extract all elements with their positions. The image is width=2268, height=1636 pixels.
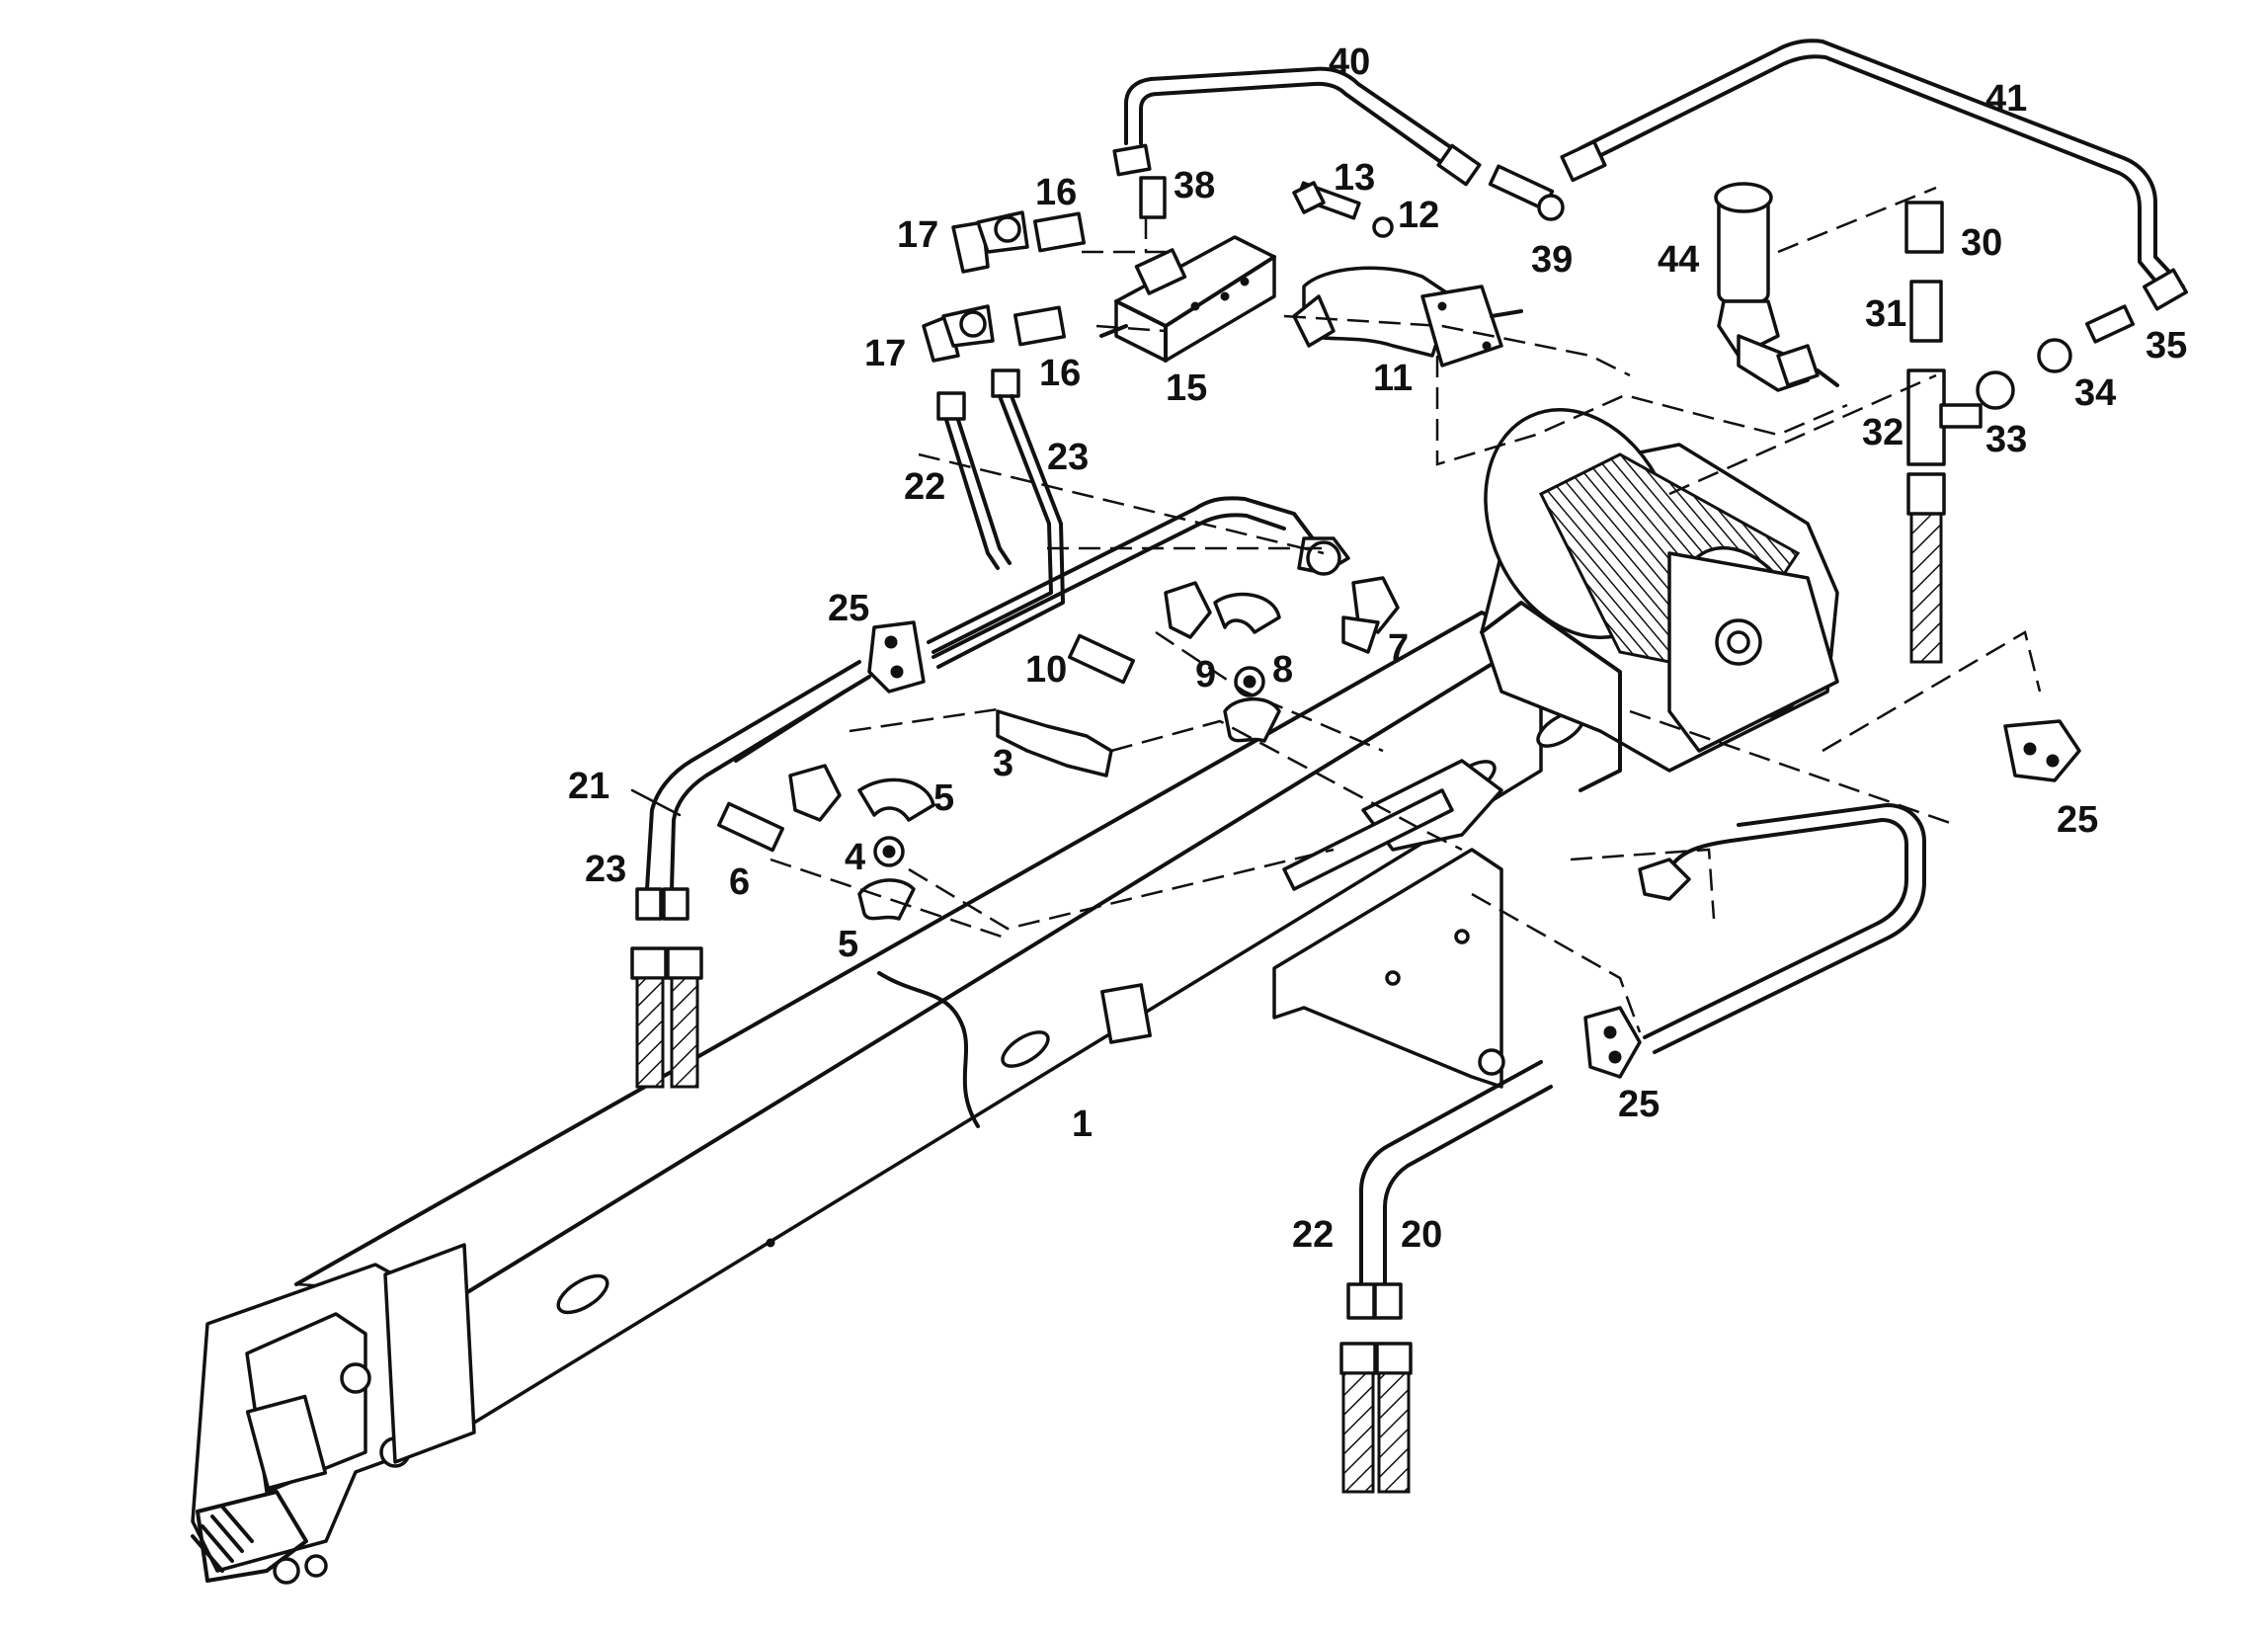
boom-head-sheaves (191, 1243, 476, 1585)
label-22b: 22 (1292, 1214, 1334, 1256)
pipe-21-23-left (630, 660, 871, 1089)
label-9: 9 (1195, 654, 1216, 695)
label-35: 35 (2146, 325, 2187, 367)
hose-right (1906, 472, 1946, 664)
clamps (867, 620, 2081, 1079)
assembly-lines (770, 186, 2042, 1033)
pipe-20-22-lower (1339, 1060, 1553, 1494)
label-15: 15 (1166, 368, 1207, 409)
label-40: 40 (1329, 41, 1370, 83)
pipe-right-loop (1638, 803, 1926, 1054)
leader-21 (630, 788, 682, 817)
label-3: 3 (993, 743, 1013, 784)
label-16a: 16 (1035, 172, 1077, 213)
label-33: 33 (1985, 419, 2027, 460)
accumulator (1714, 182, 1839, 392)
label-4: 4 (845, 837, 865, 878)
label-25a: 25 (828, 588, 869, 629)
label-17b: 17 (864, 333, 906, 374)
callout-labels: 1 3 4 5 5 6 7 8 9 10 11 12 13 15 16 16 1… (568, 41, 2187, 1256)
boom-arm (280, 611, 1585, 1474)
label-31: 31 (1865, 293, 1906, 335)
label-21: 21 (568, 766, 609, 807)
valve-block (1099, 235, 1276, 363)
label-5b: 5 (838, 924, 858, 965)
pipe-41 (1560, 39, 2188, 311)
fittings (716, 164, 2136, 921)
label-25b: 25 (2057, 799, 2098, 841)
label-38: 38 (1174, 165, 1215, 206)
label-20: 20 (1401, 1214, 1442, 1256)
label-13: 13 (1334, 157, 1375, 199)
label-34: 34 (2074, 372, 2116, 414)
label-1: 1 (1072, 1104, 1093, 1145)
label-17a: 17 (897, 214, 938, 256)
label-11: 11 (1373, 358, 1413, 399)
winch-drum (1480, 408, 1839, 792)
label-10: 10 (1025, 649, 1067, 691)
pipe-22-23-upper (932, 368, 1065, 669)
label-44: 44 (1658, 239, 1699, 281)
label-7: 7 (1388, 627, 1409, 669)
hydraulic-motor (1292, 266, 1523, 368)
label-39: 39 (1531, 239, 1573, 281)
label-6: 6 (729, 861, 750, 903)
label-23b: 23 (585, 849, 626, 890)
label-16b: 16 (1039, 353, 1081, 394)
label-23a: 23 (1047, 437, 1089, 478)
label-32: 32 (1862, 412, 1904, 453)
label-41: 41 (1985, 78, 2027, 120)
label-30: 30 (1961, 222, 2002, 264)
label-5a: 5 (933, 777, 954, 819)
label-8: 8 (1272, 649, 1293, 691)
pipe-40 (1112, 66, 1482, 187)
label-25c: 25 (1618, 1084, 1660, 1125)
label-12: 12 (1398, 195, 1439, 236)
label-22a: 22 (904, 466, 945, 508)
